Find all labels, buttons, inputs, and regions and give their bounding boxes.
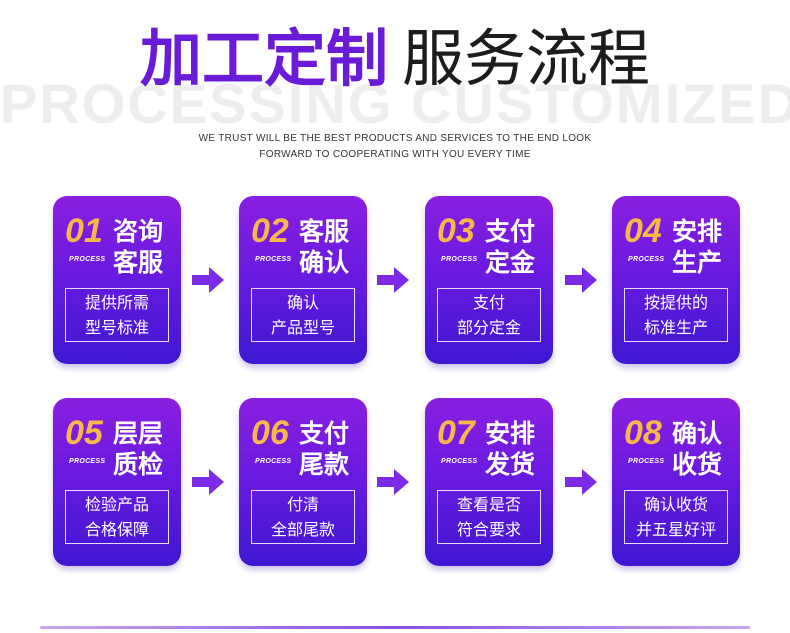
step-card-08: 08 PROCESS 确认收货 确认收货并五星好评 xyxy=(612,398,740,566)
arrow-right-icon xyxy=(565,267,597,293)
step-process-tag: PROCESS xyxy=(628,256,665,263)
step-description: 检验产品合格保障 xyxy=(65,490,169,544)
step-title: 客服确认 xyxy=(299,217,350,277)
step-process-tag: PROCESS xyxy=(441,458,478,465)
step-number: 04 xyxy=(624,212,662,250)
background-watermark-text: PROCESSING CUSTOMIZED xyxy=(0,72,790,135)
step-description: 提供所需型号标准 xyxy=(65,288,169,342)
title-sub: 服务流程 xyxy=(402,22,651,95)
step-title: 层层质检 xyxy=(113,419,164,479)
step-description: 查看是否符合要求 xyxy=(437,490,541,544)
step-number: 07 xyxy=(437,414,475,452)
step-description: 确认收货并五星好评 xyxy=(624,490,728,544)
page-title: 加工定制服务流程 xyxy=(0,28,790,90)
arrow-right-icon xyxy=(565,469,597,495)
step-title: 支付尾款 xyxy=(299,419,350,479)
header: PROCESSING CUSTOMIZED 加工定制服务流程 xyxy=(0,14,790,132)
arrow-right-icon xyxy=(192,267,224,293)
arrow-right-icon xyxy=(377,469,409,495)
arrow-right-icon xyxy=(377,267,409,293)
step-number: 05 xyxy=(65,414,103,452)
step-card-03: 03 PROCESS 支付定金 支付部分定金 xyxy=(425,196,553,364)
step-number: 06 xyxy=(251,414,289,452)
step-number: 02 xyxy=(251,212,289,250)
step-process-tag: PROCESS xyxy=(69,458,106,465)
tagline-line-2: FORWARD TO COOPERATING WITH YOU EVERY TI… xyxy=(259,149,531,160)
step-process-tag: PROCESS xyxy=(628,458,665,465)
step-title: 安排生产 xyxy=(672,217,723,277)
arrow-right-icon xyxy=(192,469,224,495)
step-card-05: 05 PROCESS 层层质检 检验产品合格保障 xyxy=(53,398,181,566)
step-description: 按提供的标准生产 xyxy=(624,288,728,342)
step-number: 01 xyxy=(65,212,103,250)
step-number: 08 xyxy=(624,414,662,452)
step-description: 支付部分定金 xyxy=(437,288,541,342)
step-card-01: 01 PROCESS 咨询客服 提供所需型号标准 xyxy=(53,196,181,364)
step-description: 确认产品型号 xyxy=(251,288,355,342)
step-number: 03 xyxy=(437,212,475,250)
step-process-tag: PROCESS xyxy=(441,256,478,263)
step-card-04: 04 PROCESS 安排生产 按提供的标准生产 xyxy=(612,196,740,364)
step-card-07: 07 PROCESS 安排发货 查看是否符合要求 xyxy=(425,398,553,566)
title-main: 加工定制 xyxy=(139,22,388,95)
step-title: 确认收货 xyxy=(672,419,723,479)
step-process-tag: PROCESS xyxy=(255,256,292,263)
step-process-tag: PROCESS xyxy=(69,256,106,263)
step-card-06: 06 PROCESS 支付尾款 付清全部尾款 xyxy=(239,398,367,566)
tagline-line-1: WE TRUST WILL BE THE BEST PRODUCTS AND S… xyxy=(198,133,592,144)
step-description: 付清全部尾款 xyxy=(251,490,355,544)
step-title: 安排发货 xyxy=(485,419,536,479)
step-title: 咨询客服 xyxy=(113,217,164,277)
step-card-02: 02 PROCESS 客服确认 确认产品型号 xyxy=(239,196,367,364)
step-process-tag: PROCESS xyxy=(255,458,292,465)
step-title: 支付定金 xyxy=(485,217,536,277)
bottom-divider xyxy=(40,626,750,629)
